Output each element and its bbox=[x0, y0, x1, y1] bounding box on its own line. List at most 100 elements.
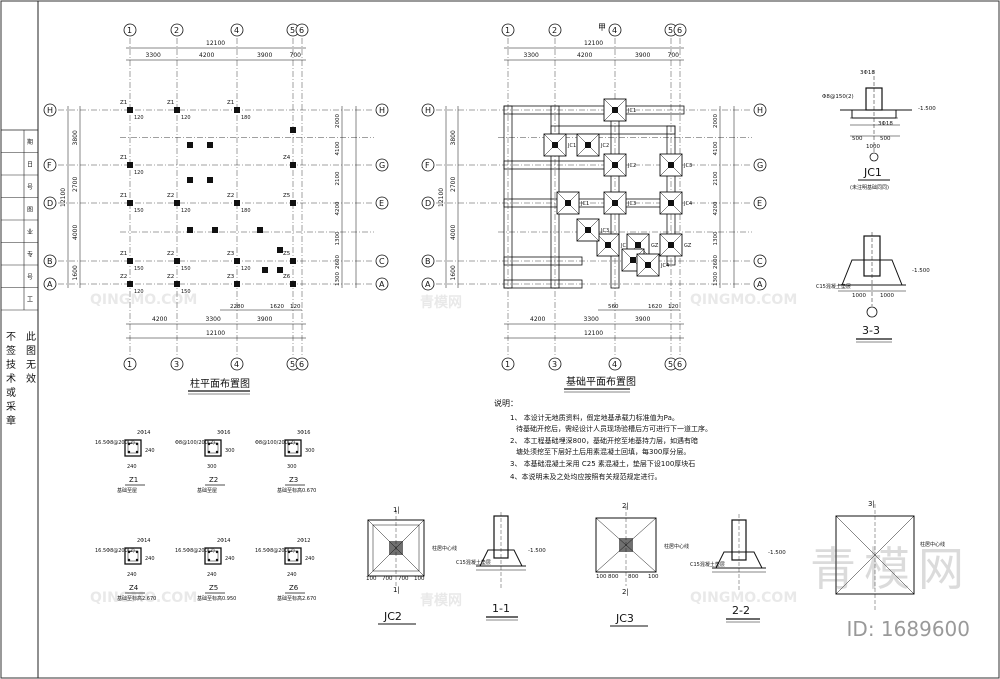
column-section-note: 基础至标高0.670 bbox=[277, 487, 316, 494]
column-mark bbox=[212, 227, 218, 233]
column-mark bbox=[174, 200, 180, 206]
axis-bubble-right: H bbox=[757, 106, 763, 115]
column-section-note: 基础至标高0.950 bbox=[197, 595, 236, 602]
column-mark bbox=[187, 177, 193, 183]
dim-left-total: 12100 bbox=[60, 188, 67, 207]
s11-level: -1.500 bbox=[528, 548, 546, 554]
dim-top-total: 12100 bbox=[584, 40, 603, 47]
column-label: Z4 bbox=[283, 155, 291, 161]
jc3-dim-2: 800 bbox=[608, 574, 619, 580]
column-mark bbox=[290, 127, 296, 133]
foundation-label: JC1 bbox=[567, 143, 576, 149]
dim-bottom-extra: 120 bbox=[290, 304, 301, 310]
axis-bubble-bottom: 6 bbox=[299, 360, 304, 369]
dim-left: 3800 bbox=[450, 130, 457, 145]
foundation-label: JC3 bbox=[600, 228, 609, 234]
column-section-outline bbox=[284, 547, 302, 565]
column-mark bbox=[207, 177, 213, 183]
column-dim: 120 bbox=[134, 289, 144, 295]
column-section-size: 300 bbox=[225, 448, 235, 454]
dim-bottom-total: 12100 bbox=[206, 330, 225, 337]
dim-right: 1300 bbox=[713, 231, 719, 245]
dim-bottom-extra: 1620 bbox=[270, 304, 284, 310]
dim-bottom: 4200 bbox=[530, 316, 545, 323]
column-section-rebar: 3Φ16 bbox=[217, 430, 230, 436]
column-mark bbox=[127, 107, 133, 113]
column-section-outline bbox=[124, 547, 142, 565]
note-4: 4、本说明未及之处均应按照有关规范规定进行。 bbox=[510, 472, 661, 481]
axis-bubble-right: C bbox=[379, 257, 385, 266]
axis-bubble-bottom: 1 bbox=[505, 360, 510, 369]
foundation-label: JC3 bbox=[627, 201, 636, 207]
foundation-label: JC2 bbox=[600, 143, 609, 149]
column-section-size-b: 240 bbox=[287, 572, 297, 578]
dim-top: 3900 bbox=[257, 52, 272, 59]
note-1b: 待基础开挖后，需经设计人员现场验槽后方可进行下一道工序。 bbox=[516, 424, 712, 433]
column-label: Z2 bbox=[167, 193, 174, 199]
axis-bubble-left: D bbox=[425, 199, 431, 208]
foundation-label: GZ bbox=[651, 243, 659, 249]
column-mark bbox=[234, 258, 240, 264]
jc2-dim-3: 700 bbox=[398, 576, 409, 582]
column-mark bbox=[127, 200, 133, 206]
column-section-outline bbox=[204, 439, 222, 457]
axis-bubble-right: E bbox=[379, 199, 384, 208]
side-vertical-text-2: 此图无效 bbox=[26, 330, 36, 385]
column-section-rebar: 2Φ12 bbox=[297, 538, 310, 544]
jc1-rebar-1: 3Φ18 bbox=[860, 70, 875, 76]
column-section-outline bbox=[204, 547, 222, 565]
dim-top: 4200 bbox=[199, 52, 214, 59]
foundation-label: JC4 bbox=[683, 201, 692, 207]
axis-bubble-bottom: 4 bbox=[234, 360, 239, 369]
s33-dim-1: 1000 bbox=[852, 293, 866, 299]
column-mark bbox=[187, 227, 193, 233]
axis-bubble-top: 4 bbox=[612, 26, 617, 35]
column-section-size-b: 300 bbox=[287, 464, 297, 470]
watermark-big: 青模网 bbox=[810, 542, 972, 596]
jc1-detail: 3Φ18 Φ8@150(2) 3Φ18 -1.500 500 500 1000 … bbox=[822, 70, 936, 191]
column-label: Z2 bbox=[167, 274, 174, 280]
section-2-2: -1.500 C15混凝土垫层 2-2 bbox=[690, 514, 786, 623]
axis-bubble-bottom: 6 bbox=[677, 360, 682, 369]
jc2-section-mark-bottom: 1| bbox=[393, 586, 400, 594]
dim-bottom: 3300 bbox=[584, 316, 599, 323]
column-section-size-b: 300 bbox=[207, 464, 217, 470]
strip-footing bbox=[550, 125, 676, 135]
column-mark bbox=[207, 142, 213, 148]
jc3-axis-label: 柱居中心线 bbox=[664, 543, 689, 550]
section-3-3: C15混凝土垫层 -1.500 1000 1000 3-3 bbox=[816, 232, 930, 343]
dim-left: 4000 bbox=[450, 225, 457, 240]
column-dim: 120 bbox=[241, 266, 251, 272]
column-mark bbox=[262, 267, 268, 273]
axis-bubble-bottom: 1 bbox=[127, 360, 132, 369]
jc4-detail-partial: 3| 柱居中心线 bbox=[835, 500, 945, 612]
jc3-title: JC3 bbox=[615, 612, 634, 625]
axis-bubble-right: G bbox=[379, 161, 385, 170]
column-label: Z2 bbox=[167, 251, 174, 257]
dim-bottom: 3900 bbox=[635, 316, 650, 323]
foundation-label: JC1 bbox=[620, 243, 629, 249]
note-2b: 塘处须挖至下层好土后用素混凝土回填，每300厚分层。 bbox=[516, 447, 690, 456]
dim-bottom: 3900 bbox=[257, 316, 272, 323]
side-cell-label: 专 bbox=[27, 251, 33, 259]
column-section-size: 300 bbox=[305, 448, 315, 454]
axis-bubble-bottom: 5 bbox=[290, 360, 295, 369]
jc2-dim-4: 100 bbox=[414, 576, 425, 582]
dim-top-total: 12100 bbox=[206, 40, 225, 47]
axis-bubble-left: B bbox=[425, 257, 431, 266]
column-dim: 150 bbox=[181, 266, 191, 272]
column-label: Z1 bbox=[120, 100, 127, 106]
dim-right: 4200 bbox=[713, 201, 719, 215]
column-mark bbox=[257, 227, 263, 233]
s22-c15: C15混凝土垫层 bbox=[690, 561, 725, 568]
dim-right: 4100 bbox=[713, 141, 719, 155]
jc2-title: JC2 bbox=[383, 610, 402, 623]
column-section-id: Z6 bbox=[289, 584, 299, 592]
dim-right: 2100 bbox=[713, 171, 719, 185]
axis-bubble-right: C bbox=[757, 257, 763, 266]
column-mark bbox=[290, 162, 296, 168]
detail-3-axis-label: 柱居中心线 bbox=[920, 541, 945, 548]
column-section-id: Z1 bbox=[129, 476, 138, 484]
